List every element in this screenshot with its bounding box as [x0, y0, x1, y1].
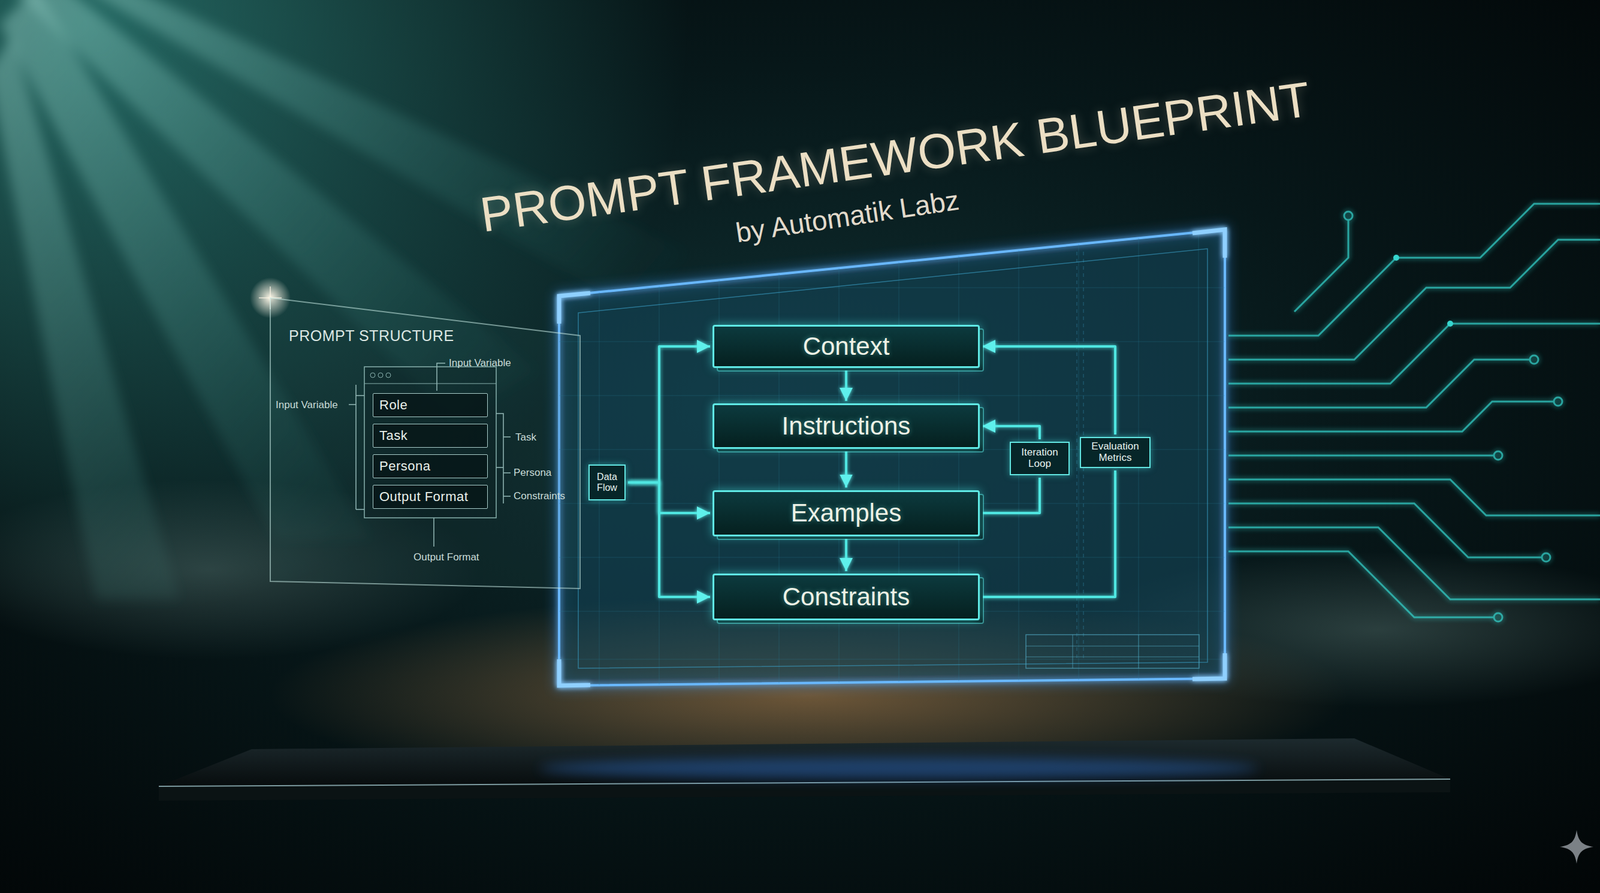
- stage-box: Context: [712, 324, 980, 368]
- circuit-trace: [1228, 479, 1600, 516]
- flow-arrow: [844, 370, 848, 401]
- circuit-pad: [1529, 355, 1539, 364]
- circuit-trace: [1228, 203, 1600, 336]
- platform-top: [158, 738, 1451, 787]
- title-block-lines: [1025, 634, 1200, 669]
- tag-box: Iteration Loop: [1009, 441, 1070, 476]
- annotation-label: Output Format: [413, 551, 480, 564]
- flow-arrow: [628, 482, 711, 597]
- tag-label: Data Flow: [593, 471, 621, 493]
- circuit-trace: [1228, 323, 1600, 384]
- flow-arrow: [628, 482, 711, 513]
- flow-arrow: [982, 470, 1116, 597]
- corner-accent: [559, 229, 1225, 686]
- field-label: Output Format: [379, 488, 469, 505]
- circuit-pad: [1344, 211, 1353, 220]
- flow-arrow: [844, 538, 848, 572]
- circuit-trace: [1228, 527, 1600, 600]
- annotation-label: Constraints: [513, 490, 566, 503]
- field-box: Output Format: [372, 484, 488, 509]
- structure-panel: PROMPT STRUCTURE RoleTaskPersonaOutput Fo…: [268, 296, 583, 591]
- stage-box: Examples: [712, 490, 980, 537]
- circuit-pad: [1553, 397, 1563, 406]
- stage-box: Instructions: [712, 403, 980, 449]
- circuit-trace: [1228, 503, 1542, 558]
- stage-box: Constraints: [712, 573, 980, 621]
- stage-label: Context: [802, 331, 890, 361]
- field-box: Task: [372, 423, 488, 448]
- stage-label: Examples: [791, 498, 902, 528]
- annotation-label: Input Variable: [448, 357, 512, 370]
- platform-edge: [158, 779, 1451, 801]
- title-block: [1025, 634, 1200, 669]
- tag-box: Data Flow: [588, 464, 626, 501]
- stage-label: Constraints: [782, 582, 910, 612]
- flow-arrow: [982, 477, 1040, 513]
- flow-arrow: [982, 426, 1040, 440]
- circuit-trace: [1228, 239, 1600, 360]
- reflection: [539, 757, 1259, 780]
- circuit-dot: [1447, 320, 1454, 327]
- flow-arrow: [982, 346, 1116, 435]
- flow-arrow: [628, 346, 711, 483]
- field-label: Persona: [379, 458, 431, 475]
- stage-label: Instructions: [782, 411, 911, 441]
- tag-box: Evaluation Metrics: [1079, 436, 1151, 469]
- annotation-label: Input Variable: [275, 399, 338, 412]
- tag-label: Evaluation Metrics: [1087, 441, 1143, 464]
- inner-frame: [578, 248, 1208, 669]
- panel-heading: PROMPT STRUCTURE: [288, 327, 455, 345]
- sparkle-watermark: [1559, 829, 1594, 864]
- flow-arrow: [844, 451, 848, 488]
- field-box: Role: [372, 393, 488, 418]
- panel-outline-shape: [270, 297, 581, 589]
- circuit-trace: [1228, 551, 1494, 618]
- circuit-dot: [1393, 254, 1400, 261]
- annotation-label: Persona: [513, 466, 552, 479]
- circuit-trace: [1228, 401, 1554, 432]
- tag-label: Iteration Loop: [1018, 447, 1062, 470]
- circuit-trace: [1228, 359, 1530, 408]
- field-box: Persona: [372, 454, 488, 479]
- platform-highlight: [158, 779, 1451, 787]
- circuit-trace: [1294, 219, 1349, 312]
- light-ray: [83, 0, 690, 312]
- annotation-label: Task: [515, 431, 537, 444]
- circuit-trace: [1228, 454, 1494, 457]
- circuit-pad: [1493, 451, 1503, 460]
- field-label: Task: [379, 427, 408, 444]
- field-label: Role: [379, 397, 408, 413]
- circuit-pad: [1541, 553, 1551, 562]
- circuit-pad: [1493, 613, 1503, 622]
- grid-lines: [557, 227, 1229, 690]
